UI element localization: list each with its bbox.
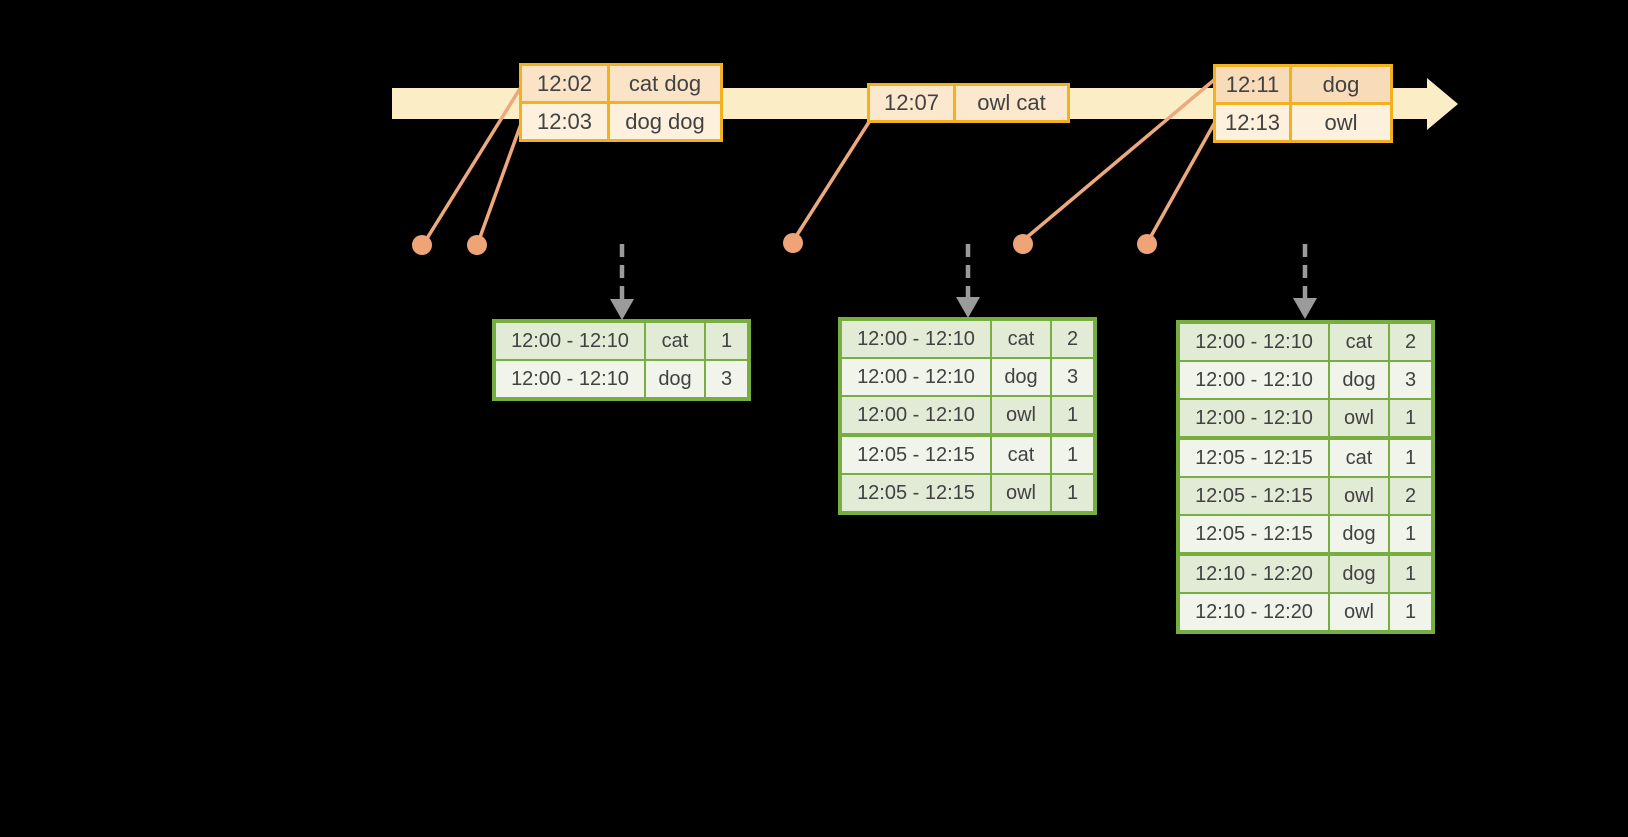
word-cell: cat: [992, 437, 1050, 473]
count-cell: 1: [1390, 516, 1431, 552]
table-row: 12:00 - 12:10 cat 2: [1180, 324, 1431, 360]
event-dot: [1013, 234, 1033, 254]
result-table-2: 12:00 - 12:10 cat 2 12:00 - 12:10 dog 3 …: [838, 317, 1097, 515]
table-row: 12:00 - 12:10 dog 3: [496, 361, 747, 397]
table-row: 12:00 - 12:10 dog 3: [1180, 362, 1431, 398]
event-connector-line: [477, 123, 523, 241]
word-cell: cat: [1330, 324, 1388, 360]
word-cell: dog: [1330, 516, 1388, 552]
count-cell: 1: [1052, 397, 1093, 433]
event-connector-line: [424, 86, 523, 241]
count-cell: 1: [1390, 440, 1431, 476]
table-row: 12:00 - 12:10 owl 1: [1180, 400, 1431, 436]
table-row: 12:05 - 12:15 owl 1: [842, 475, 1093, 511]
table-row: 12:05 - 12:15 cat 1: [842, 437, 1093, 473]
window-cell: 12:00 - 12:10: [842, 397, 990, 433]
event-time: 12:13: [1216, 105, 1289, 140]
event-words: owl cat: [956, 86, 1067, 120]
table-row: 12:00 - 12:10 owl 1: [842, 397, 1093, 433]
count-cell: 1: [1052, 475, 1093, 511]
table-row: 12:10 - 12:20 dog 1: [1180, 556, 1431, 592]
count-cell: 2: [1390, 324, 1431, 360]
event-time-dots: [412, 233, 1157, 255]
window-cell: 12:00 - 12:10: [1180, 362, 1328, 398]
event-words: dog: [1292, 67, 1390, 102]
event-dot: [1137, 234, 1157, 254]
timeline-arrowhead-icon: [1427, 78, 1458, 130]
count-cell: 1: [1390, 594, 1431, 630]
table-row: 12:05 - 12:15 owl 2: [1180, 478, 1431, 514]
window-cell: 12:05 - 12:15: [1180, 478, 1328, 514]
word-cell: cat: [646, 323, 704, 359]
word-cell: dog: [1330, 362, 1388, 398]
word-cell: cat: [992, 321, 1050, 357]
window-cell: 12:05 - 12:15: [1180, 516, 1328, 552]
window-cell: 12:05 - 12:15: [842, 475, 990, 511]
trigger-arrowhead-icon: [956, 297, 980, 318]
window-cell: 12:00 - 12:10: [842, 321, 990, 357]
table-row: 12:00 - 12:10 dog 3: [842, 359, 1093, 395]
table-row: 12:00 - 12:10 cat 1: [496, 323, 747, 359]
word-cell: owl: [1330, 594, 1388, 630]
event-time: 12:03: [522, 104, 607, 139]
word-cell: owl: [1330, 400, 1388, 436]
trigger-arrowhead-icon: [610, 299, 634, 320]
window-cell: 12:10 - 12:20: [1180, 556, 1328, 592]
window-cell: 12:00 - 12:10: [496, 361, 644, 397]
word-cell: dog: [646, 361, 704, 397]
count-cell: 1: [1052, 437, 1093, 473]
event-dot: [783, 233, 803, 253]
table-row: 12:05 - 12:15 cat 1: [1180, 440, 1431, 476]
trigger-arrows: [610, 244, 1317, 320]
table-row: 12:05 - 12:15 dog 1: [1180, 516, 1431, 552]
event-dot: [412, 235, 432, 255]
event-time: 12:02: [522, 66, 607, 101]
event-connector-lines: [424, 78, 1217, 241]
table-row: 12:10 - 12:20 owl 1: [1180, 594, 1431, 630]
word-cell: owl: [992, 475, 1050, 511]
trigger-arrowhead-icon: [1293, 298, 1317, 319]
window-cell: 12:00 - 12:10: [496, 323, 644, 359]
event-table-2: 12:07 owl cat: [867, 83, 1070, 123]
window-cell: 12:10 - 12:20: [1180, 594, 1328, 630]
result-table-3: 12:00 - 12:10 cat 2 12:00 - 12:10 dog 3 …: [1176, 320, 1435, 634]
count-cell: 3: [706, 361, 747, 397]
event-words: owl: [1292, 105, 1390, 140]
word-cell: owl: [1330, 478, 1388, 514]
count-cell: 2: [1390, 478, 1431, 514]
count-cell: 3: [1390, 362, 1431, 398]
event-time: 12:11: [1216, 67, 1289, 102]
window-cell: 12:00 - 12:10: [1180, 400, 1328, 436]
window-cell: 12:00 - 12:10: [842, 359, 990, 395]
result-table-1: 12:00 - 12:10 cat 1 12:00 - 12:10 dog 3: [492, 319, 751, 401]
count-cell: 3: [1052, 359, 1093, 395]
event-table-1: 12:02 cat dog 12:03 dog dog: [519, 63, 723, 142]
window-cell: 12:00 - 12:10: [1180, 324, 1328, 360]
word-cell: dog: [992, 359, 1050, 395]
event-connector-line: [793, 121, 871, 239]
table-row: 12:00 - 12:10 cat 2: [842, 321, 1093, 357]
event-words: dog dog: [610, 104, 720, 139]
count-cell: 2: [1052, 321, 1093, 357]
count-cell: 1: [1390, 400, 1431, 436]
event-table-3: 12:11 dog 12:13 owl: [1213, 64, 1393, 143]
window-cell: 12:05 - 12:15: [1180, 440, 1328, 476]
event-connector-line: [1148, 121, 1217, 239]
word-cell: cat: [1330, 440, 1388, 476]
word-cell: owl: [992, 397, 1050, 433]
event-dot: [467, 235, 487, 255]
event-time: 12:07: [870, 86, 953, 120]
event-connector-line: [1024, 78, 1216, 240]
event-words: cat dog: [610, 66, 720, 101]
count-cell: 1: [706, 323, 747, 359]
count-cell: 1: [1390, 556, 1431, 592]
word-cell: dog: [1330, 556, 1388, 592]
window-cell: 12:05 - 12:15: [842, 437, 990, 473]
